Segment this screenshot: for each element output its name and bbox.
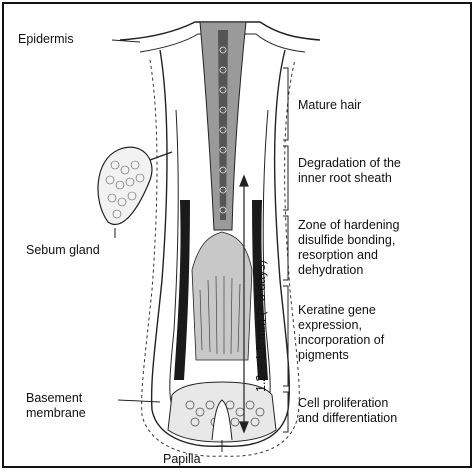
- measurement-label: 1.2 – 1.5 mm (≈ 3 days): [254, 260, 268, 392]
- zone-mature-hair: Mature hair: [298, 98, 361, 113]
- sebum-gland-label: Sebum gland: [26, 243, 100, 258]
- basement-membrane-label-1: Basement: [26, 391, 82, 406]
- zone-cell-proliferation: Cell proliferation and differentiation: [298, 396, 397, 426]
- epidermis-label: Epidermis: [18, 32, 74, 47]
- zone-keratine: Keratine gene expression, incorporation …: [298, 303, 384, 363]
- sebum-duct: [150, 152, 172, 160]
- epidermis-leader: [112, 40, 140, 42]
- zone-hardening: Zone of hardening disulfide bonding, res…: [298, 218, 399, 278]
- keratine-zone: [192, 232, 252, 360]
- papilla-label: Papilla: [163, 452, 201, 467]
- basement-membrane-label-2: membrane: [26, 406, 86, 421]
- zone-degradation: Degradation of the inner root sheath: [298, 156, 401, 186]
- basement-leader: [118, 400, 160, 402]
- sebum-gland-body: [98, 147, 152, 224]
